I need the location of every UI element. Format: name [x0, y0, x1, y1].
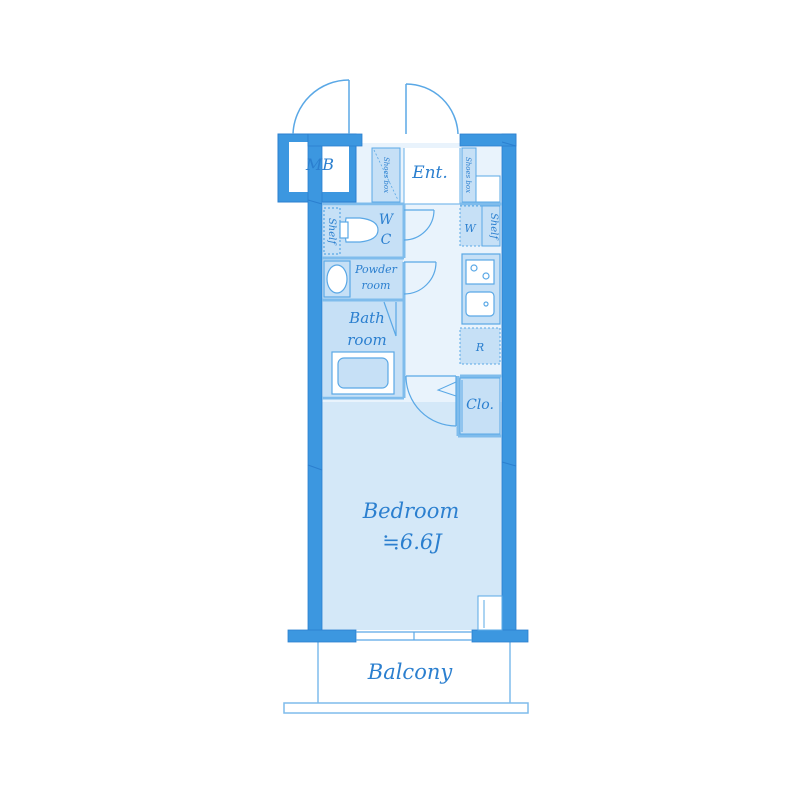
powder-door [403, 261, 437, 295]
shoes-box-right [461, 147, 501, 203]
bathtub [331, 351, 395, 395]
mb-label: MB [305, 155, 334, 174]
shoes-box-left-label: Shoes box [382, 157, 390, 193]
bedroom-alcove [477, 595, 503, 631]
powder-label-2: room [362, 279, 391, 292]
closet [459, 377, 501, 435]
shelf-left-label: Shelf [326, 218, 337, 246]
balcony-railing [283, 702, 529, 714]
powder-label-1: Powder [354, 263, 398, 276]
bedroom-label: Bedroom [362, 499, 460, 523]
shoes-box-left [371, 147, 401, 203]
entrance-door [292, 79, 459, 135]
outer-walls [287, 133, 529, 643]
wc-door [403, 209, 435, 241]
wc-label-w: W [379, 212, 395, 228]
entrance-label: Ent. [411, 163, 448, 183]
entrance-floor [404, 148, 460, 204]
w-right-label: W [464, 222, 477, 235]
closet-label: Clo. [466, 397, 494, 413]
balcony-label: Balcony [367, 660, 454, 684]
balcony-area [283, 642, 529, 714]
toilet [323, 207, 379, 255]
interior-walls [322, 202, 502, 438]
bath-label-1: Bath [348, 309, 385, 327]
entrance-step [403, 148, 461, 205]
bedroom-floor [322, 402, 502, 630]
fridge-label: R [475, 341, 484, 354]
w-shelf-unit [459, 205, 501, 247]
balcony-window [356, 631, 472, 641]
bedroom-door [405, 375, 457, 427]
kitchen-counter [461, 253, 501, 325]
shelf-right-label: Shelf [488, 213, 499, 241]
bedroom-size-label: ≒6.6J [382, 530, 443, 554]
wall-ticks [307, 141, 517, 471]
shoes-box-right-label: Shoes box [464, 157, 472, 193]
bath-door [383, 301, 397, 337]
washbasin [323, 260, 351, 298]
wc-label-c: C [381, 232, 392, 248]
bath-label-2: room [347, 331, 386, 349]
refrigerator [459, 327, 501, 365]
